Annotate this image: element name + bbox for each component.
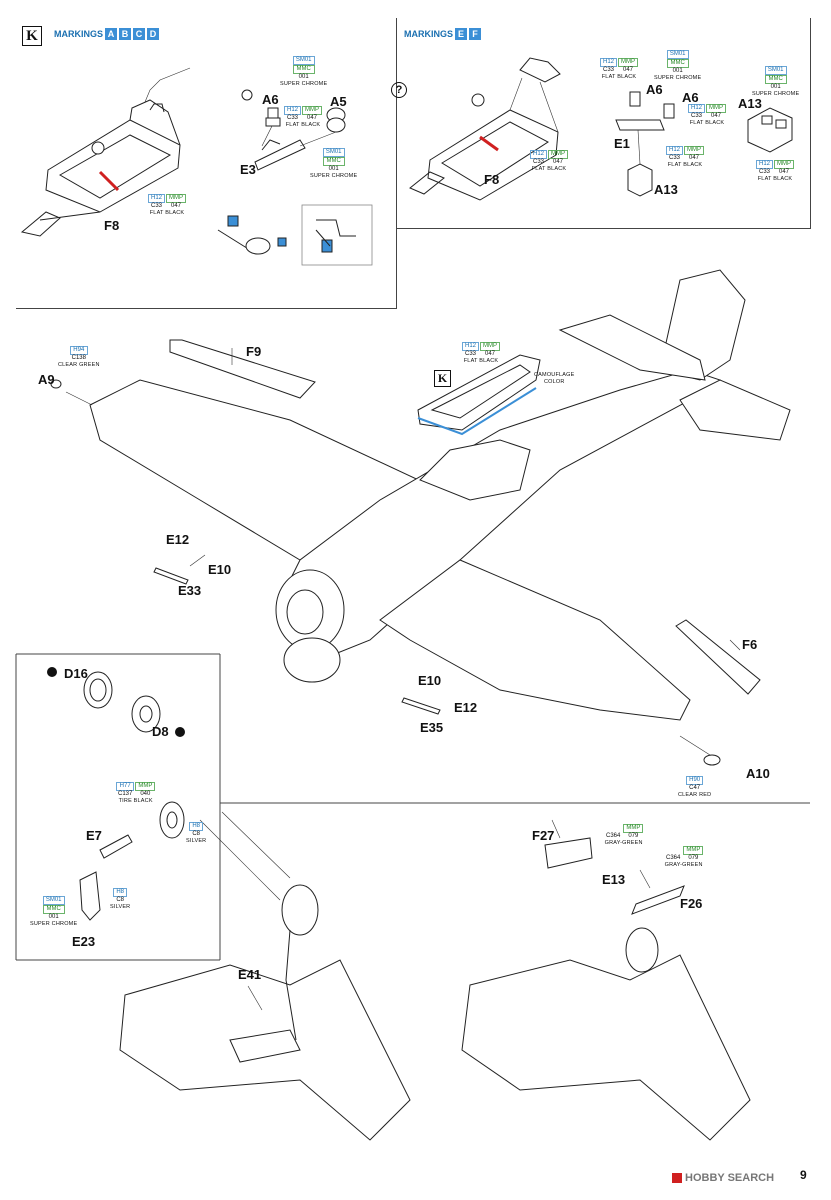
markings-label: MARKINGS <box>404 29 453 39</box>
part-e12-right: E12 <box>454 700 478 715</box>
part-f9: F9 <box>246 344 262 359</box>
part-e10-right: E10 <box>418 673 442 688</box>
paint-super-chrome-a13: SM01 MMC 001 SUPER CHROME <box>752 66 800 97</box>
part-e35: E35 <box>420 720 444 735</box>
question-icon: ? <box>391 82 407 98</box>
part-e13: E13 <box>602 872 626 887</box>
part-f26: F26 <box>680 896 703 911</box>
paint-clear-red: H90 C47 CLEAR RED <box>678 776 712 798</box>
part-e10-left: E10 <box>208 562 232 577</box>
markings-label: MARKINGS <box>54 29 103 39</box>
aircraft-main-drawing <box>50 269 791 766</box>
step-k-callout: K <box>434 370 451 387</box>
part-e1: E1 <box>614 136 630 151</box>
wheel-hub-drawing <box>47 667 185 921</box>
detail-inset-box <box>301 204 373 266</box>
step-k-panel-abcd <box>16 18 397 309</box>
part-e41: E41 <box>238 967 262 982</box>
paint-silver-strut: H8 C8 SILVER <box>110 888 131 910</box>
paint-camouflage: CAMOUFLAGE COLOR <box>534 372 575 385</box>
part-a6-right-1: A6 <box>646 82 663 97</box>
marking-e-badge: E <box>455 28 467 40</box>
paint-super-chrome-e3: SM01 MMC 001 SUPER CHROME <box>310 148 358 179</box>
part-a9: A9 <box>38 372 55 387</box>
marking-f-badge: F <box>469 28 481 40</box>
marking-d-badge: D <box>147 28 159 40</box>
paint-clear-green: H94 C138 CLEAR GREEN <box>58 346 100 368</box>
page-number: 9 <box>800 1168 807 1182</box>
detail-inset-drawing <box>315 219 356 253</box>
part-f27: F27 <box>532 828 555 843</box>
part-e23: E23 <box>72 934 96 949</box>
paint-super-chrome-strut: SM01 MMC 001 SUPER CHROME <box>30 896 78 927</box>
watermark: HOBBY SEARCH <box>672 1172 774 1184</box>
part-a6-right-2: A6 <box>682 90 699 105</box>
part-a13-upper: A13 <box>738 96 762 111</box>
part-d8: D8 <box>152 724 169 739</box>
step-k-panel-ef <box>396 18 811 229</box>
part-a6-left: A6 <box>262 92 279 107</box>
part-a13-lower: A13 <box>654 182 678 197</box>
control-stick-detail-drawing <box>217 215 287 255</box>
marking-b-badge: B <box>119 28 131 40</box>
paint-super-chrome-left-top: SM01 MMC 001 SUPER CHROME <box>280 56 328 87</box>
part-e7: E7 <box>86 828 102 843</box>
paint-silver-hub: H8 C8 SILVER <box>186 822 207 844</box>
marking-a-badge: A <box>105 28 117 40</box>
part-a5: A5 <box>330 94 347 109</box>
watermark-logo-icon <box>672 1173 682 1184</box>
part-e33: E33 <box>178 583 202 598</box>
part-a10: A10 <box>746 766 770 781</box>
part-f8-right: F8 <box>484 172 500 187</box>
parts-e1-a6-a13-drawing <box>615 91 793 197</box>
step-k-key: K <box>22 26 42 46</box>
part-e12-left: E12 <box>166 532 190 547</box>
aircraft-gear-left-drawing <box>119 884 411 1141</box>
part-f8-left: F8 <box>104 218 120 233</box>
part-d16: D16 <box>64 666 88 681</box>
aircraft-gear-right-drawing <box>461 819 751 1141</box>
paint-super-chrome-right-top: SM01 MMC 001 SUPER CHROME <box>654 50 702 81</box>
part-f6: F6 <box>742 637 758 652</box>
markings-abcd: MARKINGS A B C D <box>54 28 159 40</box>
parts-a6-a5-e3-drawing <box>241 89 346 171</box>
part-e3: E3 <box>240 162 256 177</box>
seat-f8-right-drawing <box>409 57 561 201</box>
marking-c-badge: C <box>133 28 145 40</box>
seat-f8-left-drawing <box>20 67 191 237</box>
markings-ef: MARKINGS E F <box>404 28 481 40</box>
